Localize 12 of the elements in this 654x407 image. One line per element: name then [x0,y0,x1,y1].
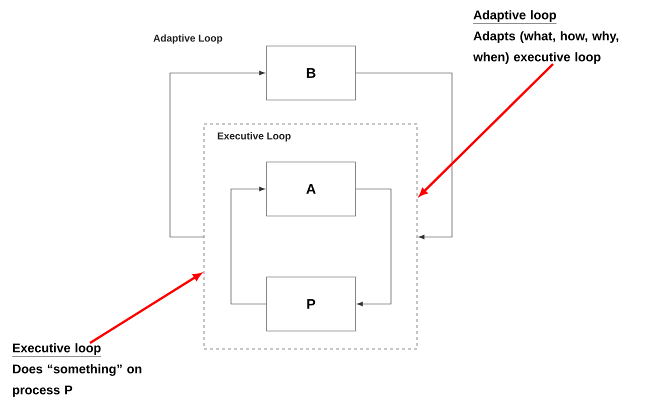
leader-line [89,273,202,344]
process-box: A [266,162,356,216]
diagram-label: Adaptive Loop [153,34,222,44]
process-box: B [266,46,356,100]
arrow [170,70,266,238]
callout-text: Adaptive loop Adapts (what, how, why, when) executive loop [473,10,618,64]
callout-text: Executive loop Does “something” on process P [12,343,142,397]
arrow [356,188,392,306]
arrow [230,186,266,304]
arrow [356,72,452,240]
leader-line [419,63,554,196]
process-box: P [266,276,356,332]
